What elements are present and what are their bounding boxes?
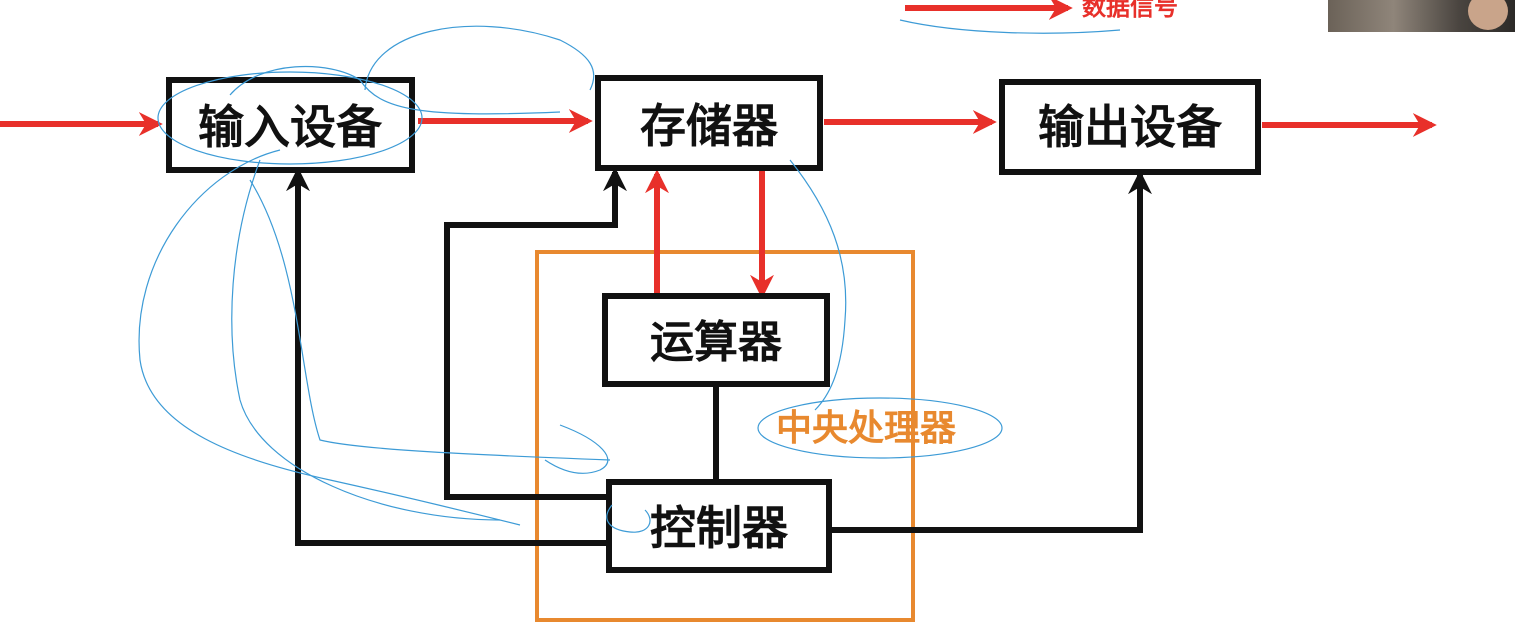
- presenter-face: [1468, 0, 1508, 30]
- pen-stroke-curl: [544, 424, 609, 474]
- legend-data-signal-label: 数据信号: [1082, 0, 1178, 21]
- node-input-label: 输入设备: [198, 100, 383, 154]
- node-memory-label: 存储器: [640, 99, 779, 153]
- node-input-device: 输入设备: [166, 77, 415, 173]
- pen-stroke-left-loop: [138, 149, 521, 526]
- node-output-box: [999, 79, 1261, 175]
- control-line-to-input: [286, 167, 610, 546]
- node-memory-box: [595, 75, 823, 171]
- node-alu: 运算器: [602, 293, 830, 387]
- cpu-label: 中央处理器: [776, 408, 957, 449]
- data-flow-arrows: [0, 109, 1437, 299]
- pen-stroke-arc-top: [229, 65, 561, 115]
- cpu-boundary: [535, 250, 915, 622]
- node-control-box: [606, 479, 832, 573]
- control-lines: [286, 167, 1152, 546]
- node-output-device: 输出设备: [999, 79, 1261, 175]
- pen-stroke-control-hook: [606, 504, 651, 533]
- pen-annotations: [138, 19, 1121, 533]
- pen-stroke-input-to-memory: [364, 25, 595, 91]
- node-alu-label: 运算器: [650, 317, 783, 368]
- node-alu-box: [602, 293, 830, 387]
- node-control-unit: 控制器: [606, 479, 832, 573]
- pen-stroke-cross: [249, 179, 611, 461]
- pen-stroke-memory-right: [789, 159, 847, 411]
- pen-stroke-left-loop-2: [231, 159, 501, 521]
- pen-circle-input: [157, 71, 423, 165]
- node-control-label: 控制器: [650, 501, 789, 555]
- node-output-label: 输出设备: [1038, 100, 1223, 154]
- pen-circle-cpu-label: [757, 397, 1003, 459]
- control-line-to-memory: [444, 167, 627, 500]
- legend-data-signal: 数据信号: [905, 0, 1178, 21]
- control-line-to-output: [830, 170, 1152, 533]
- node-memory: 存储器: [595, 75, 823, 171]
- presenter-webcam: [1328, 0, 1515, 32]
- pen-stroke-top-legend: [899, 19, 1121, 34]
